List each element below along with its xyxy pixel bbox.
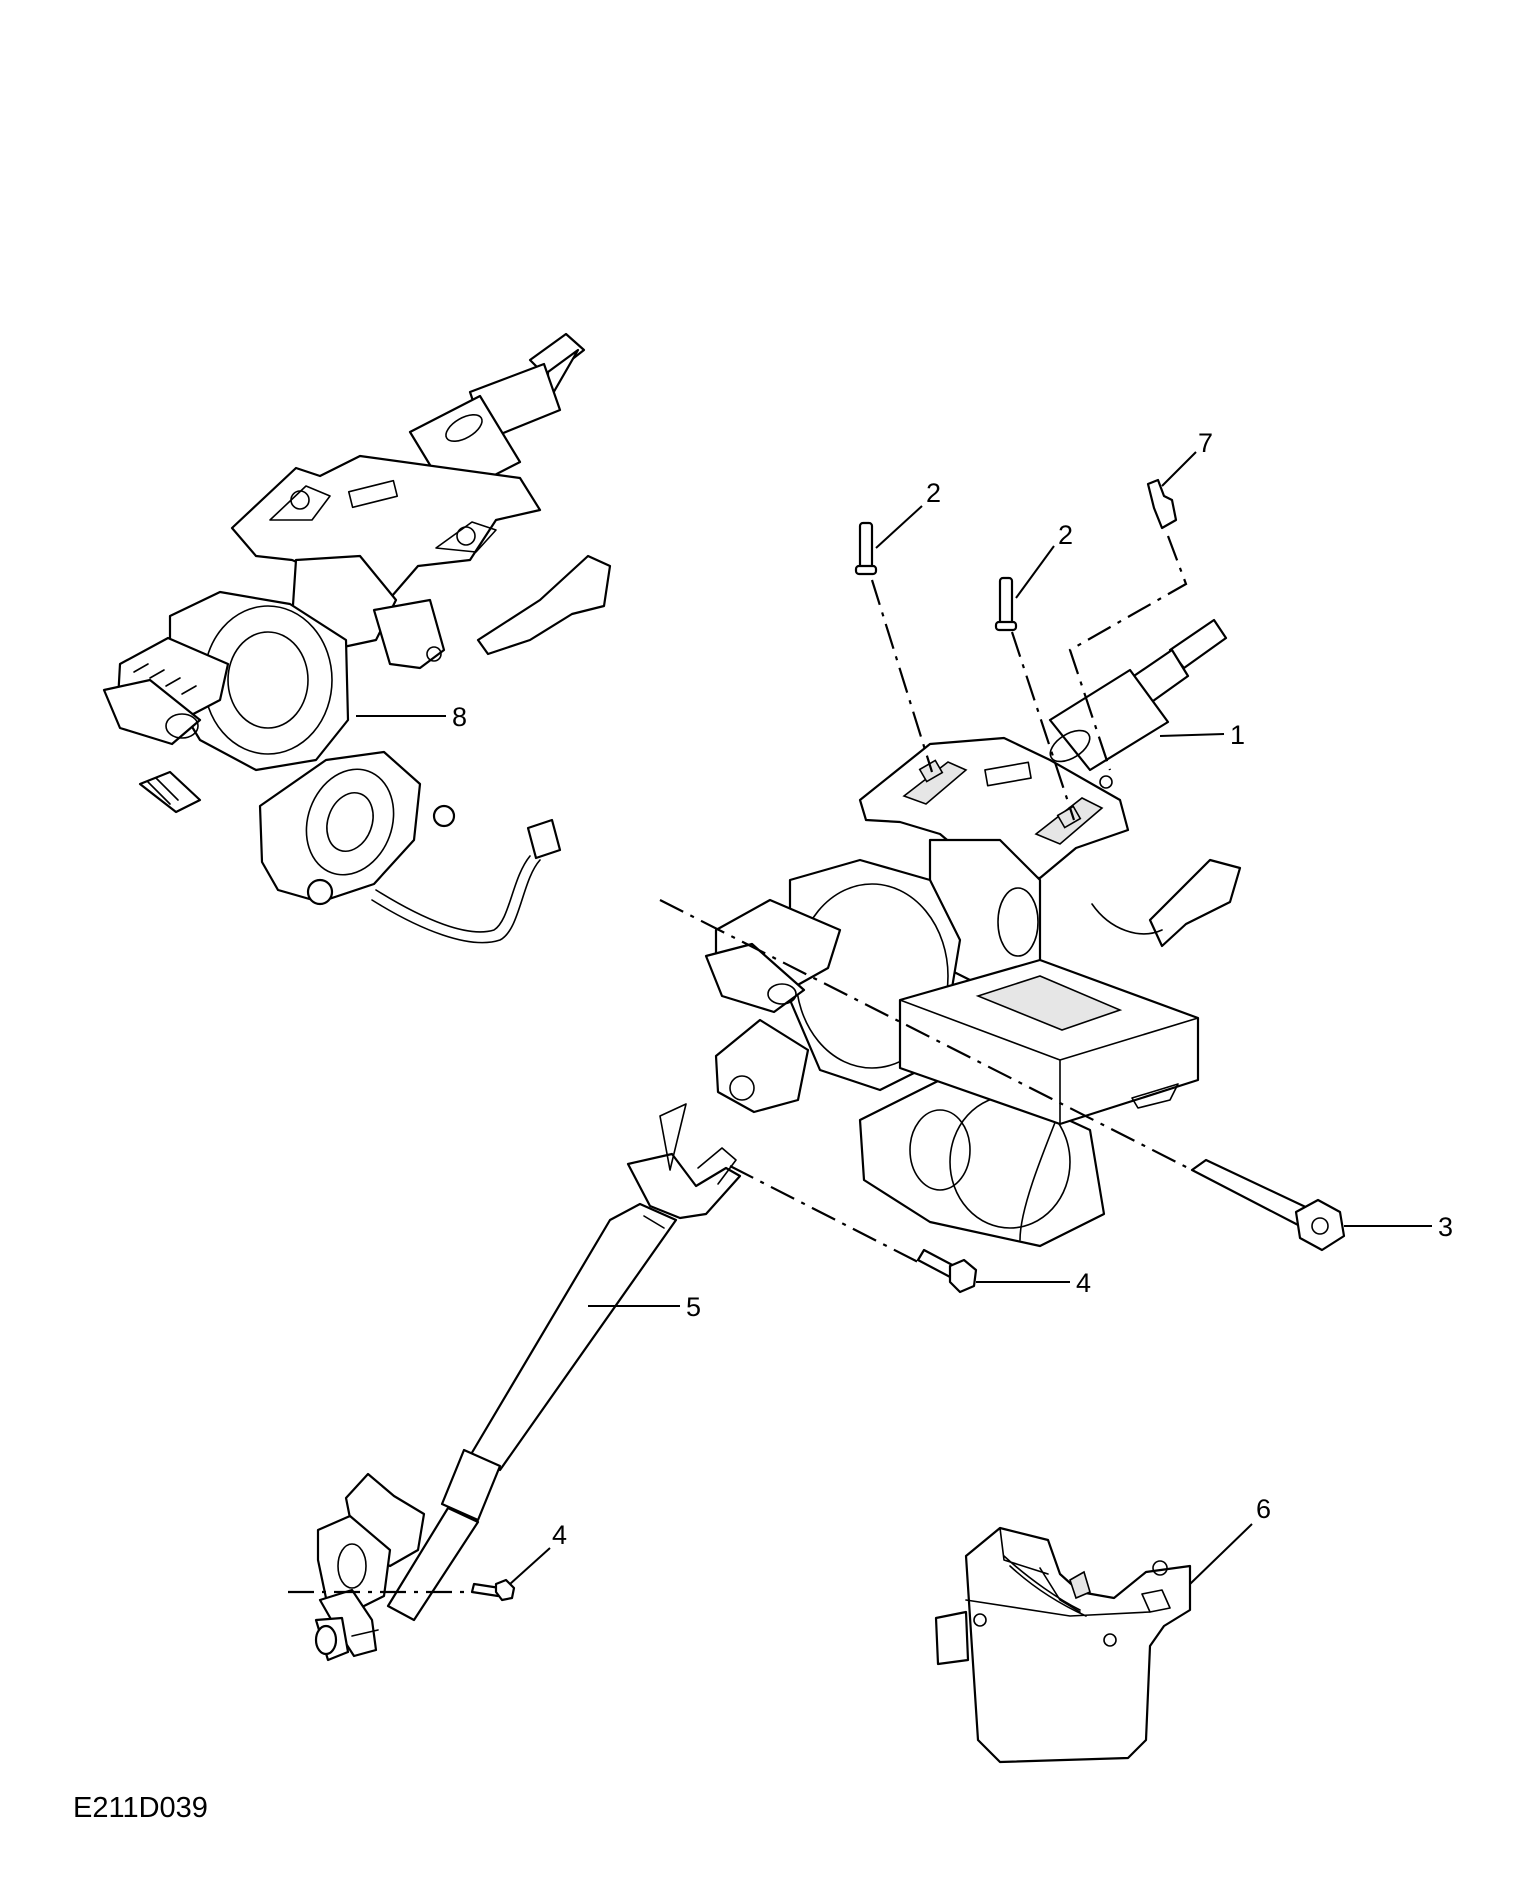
bolt-4b-illustration bbox=[470, 1578, 516, 1602]
callout-5-label: 5 bbox=[686, 1292, 701, 1322]
callout-6-label: 6 bbox=[1256, 1494, 1271, 1524]
figure-reference-code: E211D039 bbox=[73, 1792, 208, 1824]
bolt-4a-illustration bbox=[916, 1248, 978, 1294]
callout-8-label: 8 bbox=[452, 702, 467, 732]
callout-3: 3 bbox=[1344, 1212, 1453, 1242]
steering-column-illustration bbox=[704, 618, 1242, 1248]
assembly-centerlines bbox=[288, 535, 1193, 1594]
screw-2b-illustration bbox=[994, 576, 1018, 632]
callout-2a: 2 bbox=[875, 478, 941, 549]
callout-2b-label: 2 bbox=[1058, 520, 1073, 550]
callout-2b: 2 bbox=[1015, 520, 1073, 599]
callout-2a-label: 2 bbox=[926, 478, 941, 508]
callout-3-label: 3 bbox=[1438, 1212, 1453, 1242]
steering-column-assembly-illustration bbox=[102, 332, 612, 944]
callout-6: 6 bbox=[1189, 1494, 1271, 1585]
pin-7-illustration bbox=[1146, 478, 1178, 530]
callout-4b-label: 4 bbox=[552, 1520, 567, 1550]
callout-4a: 4 bbox=[976, 1268, 1091, 1298]
callout-7-label: 7 bbox=[1198, 428, 1213, 458]
screw-2a-illustration bbox=[854, 521, 878, 576]
callout-4b: 4 bbox=[509, 1520, 567, 1585]
bolt-3-illustration bbox=[1190, 1158, 1346, 1252]
callout-4a-label: 4 bbox=[1076, 1268, 1091, 1298]
column-shroud-illustration bbox=[934, 1526, 1192, 1764]
callout-1: 1 bbox=[1159, 720, 1245, 750]
callout-1-label: 1 bbox=[1230, 720, 1245, 750]
intermediate-shaft-illustration bbox=[314, 1103, 742, 1662]
callout-8: 8 bbox=[356, 702, 467, 732]
callout-7: 7 bbox=[1161, 428, 1213, 487]
callout-5: 5 bbox=[588, 1292, 701, 1322]
